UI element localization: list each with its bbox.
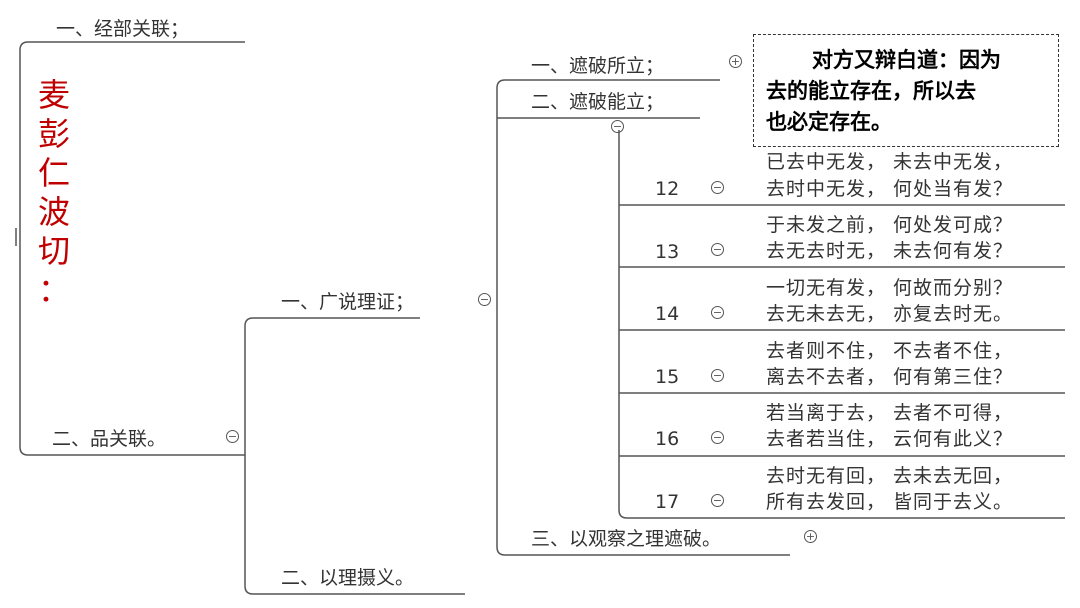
verse-number: 17 [655,491,680,513]
verse-line: 离去不去者， 何有第三住？ [766,366,1014,388]
node-zhepo-suoli[interactable]: 一、遮破所立； [531,55,665,77]
node-guangshuo-lizheng[interactable]: 一、广说理证； [281,291,415,313]
note-line: 也必定存在。 [766,109,892,134]
verse-line: 若当离于去， 去者不可得， [766,402,1014,424]
verse-line: 去者若当住， 云何有此义？ [766,428,1014,450]
verse-line: 所有去发回， 皆同于去义。 [766,491,1014,513]
title-char: 切 [38,232,71,270]
collapse-icon[interactable]: − [711,369,724,382]
node-zhepo-nengli[interactable]: 二、遮破能立； [531,91,665,113]
verse-line: 去无去时无， 未去何有发？ [766,240,1014,262]
node-yili-sheyi[interactable]: 二、以理摄义。 [281,567,415,589]
collapse-icon[interactable]: − [711,494,724,507]
node-pin-guanlian[interactable]: 二、品关联。 [52,428,167,450]
verse-number: 12 [655,178,680,200]
note-line: 去的能立存在，所以去 [766,78,976,103]
collapse-icon[interactable]: − [611,120,624,133]
expand-icon[interactable]: + [804,530,817,543]
verse-number: 16 [655,428,680,450]
collapse-icon[interactable]: − [226,430,239,443]
title-char: 仁 [38,154,71,192]
speaker-title: 麦 彭 仁 波 切 ： [38,76,78,310]
note-line: 对方又辩白道：因为 [812,47,1001,72]
verse-number: 15 [655,366,680,388]
collapse-icon[interactable]: − [711,243,724,256]
title-char: 彭 [38,115,71,153]
verse-line: 去无未去无， 亦复去时无。 [766,303,1014,325]
title-char: 波 [38,193,71,231]
title-char: ： [38,271,71,309]
verse-line: 一切无有发， 何故而分别？ [766,277,1014,299]
title-char: 麦 [38,76,71,114]
note-callout: 对方又辩白道：因为 去的能立存在，所以去 也必定存在。 [753,34,1059,147]
collapse-icon[interactable]: − [711,431,724,444]
verse-line: 于未发之前， 何处发可成？ [766,214,1014,236]
verse-line: 已去中无发， 未去中无发， [766,151,1014,173]
verse-line: 去者则不住， 不去者不住， [766,340,1014,362]
verse-line: 去时无有回， 去未去无回， [766,465,1014,487]
node-guancha-zhepo[interactable]: 三、以观察之理遮破。 [531,528,722,550]
expand-icon[interactable]: + [729,55,742,68]
verse-number: 14 [655,303,680,325]
verse-line: 去时中无发， 何处当有发？ [766,178,1014,200]
collapse-icon[interactable]: − [711,306,724,319]
collapse-icon[interactable]: − [478,293,491,306]
verse-number: 13 [655,241,680,263]
node-jingbu-guanlian[interactable]: 一、经部关联； [56,18,190,40]
collapse-icon[interactable]: − [711,181,724,194]
